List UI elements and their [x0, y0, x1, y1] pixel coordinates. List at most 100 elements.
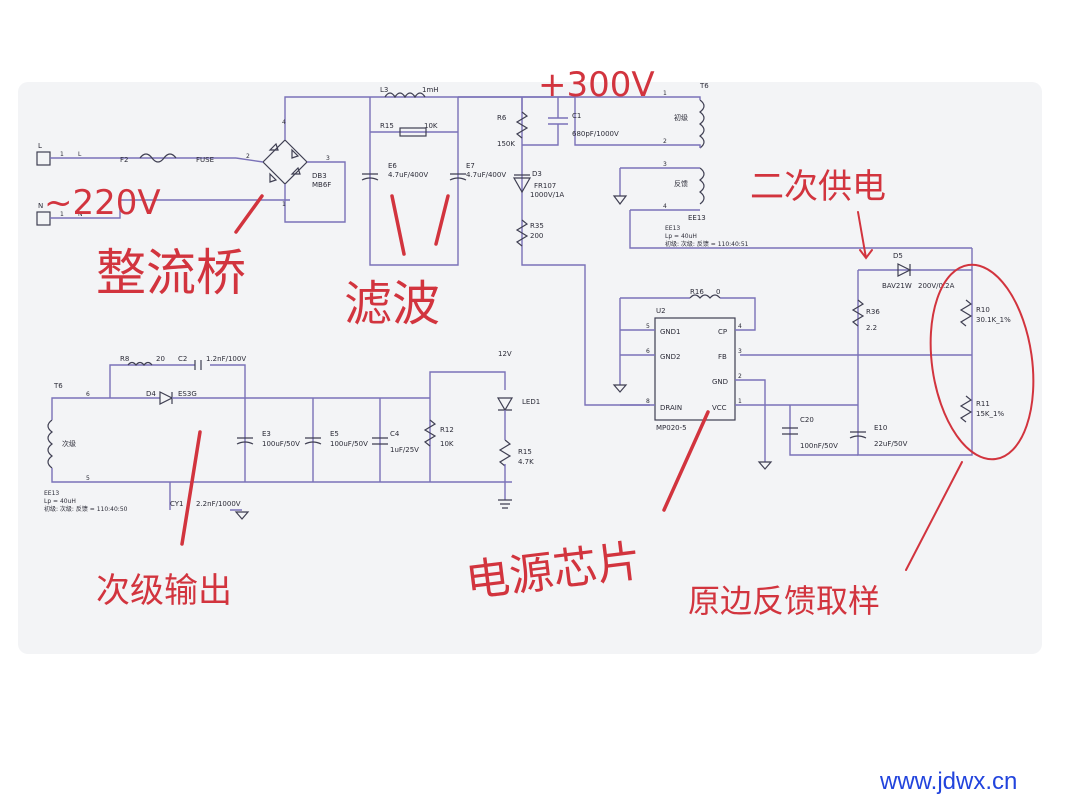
transformer-turns-label: 初级: 次级: 反馈 = 110:40:51 [665, 240, 749, 248]
circuit-trace [849, 431, 867, 439]
bridge-ref-label: DB3 [312, 172, 327, 180]
secondary-r8-val-label: 20 [156, 355, 165, 363]
filter-label: 滤波 [344, 276, 440, 332]
ic-gnd-label: GND [712, 378, 728, 386]
secondary-e3-val-label: 100uF/50V [262, 440, 300, 448]
secondary-output-label: 次级输出 [96, 571, 232, 611]
snubber-r35-label: R35 [530, 222, 544, 230]
circuit-trace [399, 127, 427, 137]
watermark-text[interactable]: www.jdwx.cn [880, 768, 1018, 795]
circuit-trace [496, 397, 514, 412]
circuit-trace [284, 161, 346, 223]
ic-part-label: MP020-5 [656, 424, 687, 432]
u2-body [654, 317, 736, 421]
circuit-trace [304, 437, 322, 445]
secondary-e5-label: E5 [330, 430, 339, 438]
secondary-turns-label: 初级: 次级: 反馈 = 110:40:50 [44, 505, 128, 513]
circuit-trace [959, 299, 973, 327]
secondary-supply-arrow [857, 211, 873, 260]
aux-supply-r10-label: R10 [976, 306, 990, 314]
input-f2-label: F2 [120, 156, 128, 164]
aux-supply-r11-label: R11 [976, 400, 990, 408]
power-chip-pointer [662, 410, 710, 512]
ic-p4-label: 4 [738, 323, 742, 330]
fuse-symbol [139, 153, 177, 163]
aux-supply-e10-label: E10 [874, 424, 887, 432]
secondary-cy1-label: CY1 [170, 500, 184, 508]
secondary-t6-label: T6 [53, 382, 63, 390]
circuit-trace [522, 97, 568, 146]
circuit-trace [284, 96, 575, 140]
circuit-trace [959, 395, 973, 423]
input-pin1-label: 1 [60, 151, 64, 158]
ic-p1-label: 1 [738, 398, 742, 405]
secondary-c2-label: C2 [178, 355, 187, 363]
aux-supply-d5-part-label: BAV21W [882, 282, 912, 290]
aux-supply-d5-val-label: 200V/0.2A [918, 282, 955, 290]
secondary-e3-label: E3 [262, 430, 271, 438]
filter-l3-label: L3 [380, 86, 388, 94]
circuit-trace [372, 437, 388, 445]
filter-l3-val-label: 1mH [422, 86, 439, 94]
aux-supply-r36-label: R36 [866, 308, 880, 316]
circuit-trace [50, 199, 290, 219]
feedback-divider-circle [929, 263, 1035, 461]
transformer-primary-label: 初级 [674, 113, 688, 122]
secondary-c4-label: C4 [390, 430, 400, 438]
filter-e7-val-label: 4.7uF/400V [466, 171, 506, 179]
secondary-r8-label: R8 [120, 355, 129, 363]
secondary-cy1-val-label: 2.2nF/1000V [196, 500, 241, 508]
circuit-trace [789, 405, 858, 456]
input-n2-label: N [78, 211, 83, 218]
circuit-trace [897, 263, 912, 277]
circuit-trace [612, 384, 628, 393]
circuit-trace [384, 92, 426, 99]
circuit-trace [159, 391, 174, 405]
bridge-rectifier: 4 3 1 DB3 MB6F [235, 96, 575, 223]
input-l-label-label: L [38, 142, 42, 150]
input-fuse-label: FUSE [196, 156, 214, 164]
primary-feedback-label: 原边反馈取样 [688, 582, 880, 620]
secondary-winding-label: 次级 [62, 439, 76, 448]
filter-e6-label: E6 [388, 162, 397, 170]
circuit-trace [515, 111, 529, 139]
ic-p8-label: 8 [646, 398, 650, 405]
ic-r16-val-label: 0 [716, 288, 720, 296]
ac-input-label: ~220V [44, 183, 161, 223]
ic-p5-label: 5 [646, 323, 650, 330]
bridge-p3-label: 3 [326, 155, 330, 162]
filter-pointers [390, 194, 450, 256]
ic-drain-label: DRAIN [660, 404, 682, 412]
snubber-r35-val-label: 200 [530, 232, 543, 240]
circuit-trace [498, 439, 512, 467]
ic-cp-label: CP [718, 328, 727, 336]
circuit-trace [127, 361, 153, 366]
ic-fb-label: FB [718, 353, 727, 361]
pi-filter: L3 1mH R15 10K E6 4.7uF/400V E7 4.7uF/40… [361, 86, 575, 266]
secondary-c4-val-label: 1uF/25V [390, 446, 419, 454]
snubber-c1-val-label: 680pF/1000V [572, 130, 619, 138]
aux-supply-feedback: D5 BAV21W 200V/0.2A R36 2.2 E10 22uF/50V… [740, 248, 1011, 456]
aux-supply-e10-val-label: 22uF/50V [874, 440, 908, 448]
snubber-r6-val-label: 150K [497, 140, 515, 148]
circuit-trace [858, 248, 973, 271]
bridge-p4-label: 4 [282, 119, 286, 126]
circuit-trace [235, 157, 264, 163]
circuit-trace [234, 511, 250, 520]
aux-supply-r10-val-label: 30.1K_1% [976, 316, 1011, 324]
circuit-trace [699, 99, 705, 149]
secondary-led1-label: LED1 [522, 398, 540, 406]
circuit-trace [51, 397, 512, 483]
circuit-trace [512, 174, 532, 194]
secondary-d4-part-label: ES3G [178, 390, 197, 398]
ic-c20-val-label: 100nF/50V [800, 442, 838, 450]
filter-r15-label: R15 [380, 122, 394, 130]
feedback-pointer [905, 461, 963, 571]
filter-r15-val-label: 10K [424, 122, 438, 130]
snubber-d3-part-label: FR107 [534, 182, 556, 190]
circuit-trace [574, 96, 660, 146]
secondary-output: T6 6 5 次级 EE13 Lp = 40uH 初级: 次级: 反馈 = 11… [44, 350, 540, 520]
ic-p2-label: 2 [738, 373, 742, 380]
circuit-trace [47, 419, 53, 469]
circuit-trace [521, 97, 650, 406]
